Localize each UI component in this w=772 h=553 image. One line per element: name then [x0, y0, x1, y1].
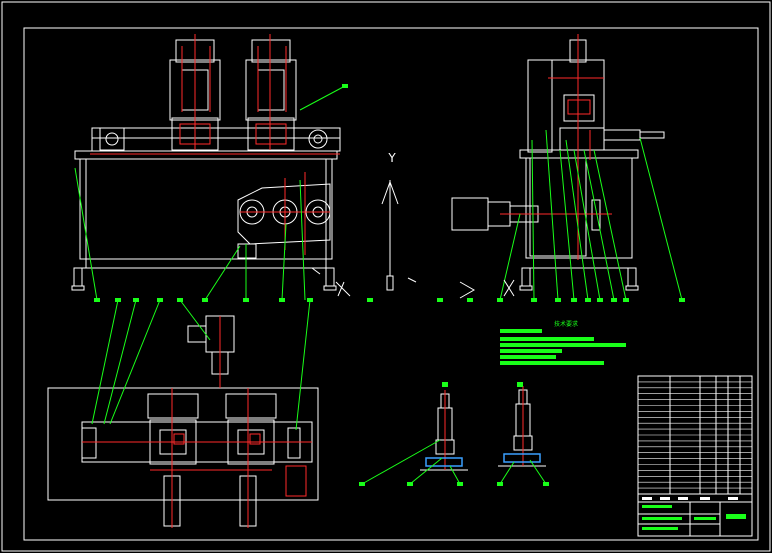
front-view-dimensions — [90, 34, 340, 255]
plan-view — [47, 315, 319, 527]
axis-label: Y — [387, 151, 396, 165]
title-block-green — [642, 505, 746, 530]
leader-tags — [94, 84, 685, 486]
detail-view-blue-parts — [425, 453, 541, 467]
axis-indicator — [381, 180, 399, 291]
section-marks — [311, 267, 515, 299]
leader-lines — [74, 85, 683, 485]
side-view-dimensions — [500, 34, 612, 260]
title-block-fill — [642, 497, 738, 500]
notes-title: 技术要求 — [554, 320, 578, 328]
detail-tags — [442, 382, 523, 387]
front-view — [71, 39, 341, 291]
title-block — [637, 375, 753, 537]
detail-view-dimensions — [444, 386, 524, 470]
title-block-rows — [638, 381, 752, 489]
notes-lines — [500, 329, 626, 365]
plan-view-dimensions — [82, 316, 312, 528]
